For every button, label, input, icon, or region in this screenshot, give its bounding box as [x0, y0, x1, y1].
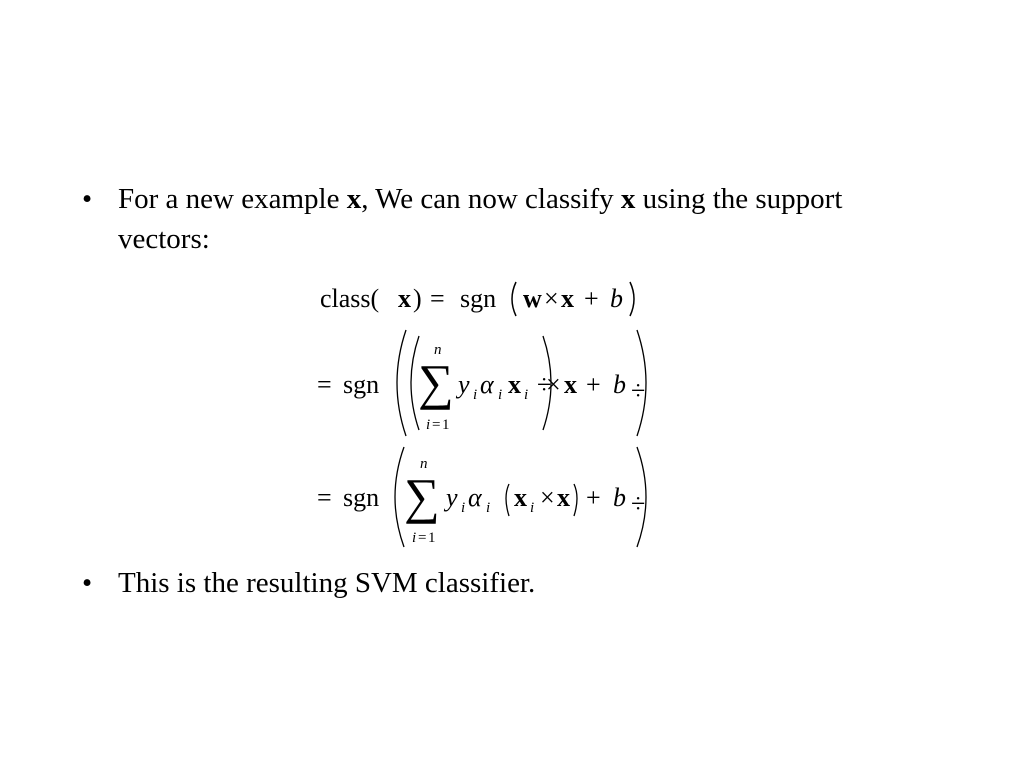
- bullet-text-2: This is the resulting SVM classifier.: [118, 563, 898, 603]
- var-x-i: x: [514, 483, 527, 512]
- sgn-func: sgn: [343, 370, 379, 399]
- sum-symbol: ∑: [404, 468, 440, 524]
- var-x-i: x: [508, 370, 521, 399]
- equals-sign: =: [430, 284, 445, 313]
- paren-left: [505, 483, 510, 517]
- subscript-i: i: [498, 387, 502, 403]
- paren-close: ): [413, 284, 422, 313]
- bullet-marker: •: [82, 567, 93, 599]
- sum-lower-eq: =: [418, 530, 426, 546]
- tail-mark: ÷: [631, 376, 645, 405]
- bold-var-x: x: [620, 183, 636, 215]
- inner-paren-right: [542, 335, 552, 431]
- text-segment: This is the resulting SVM classifier.: [118, 567, 536, 599]
- var-x: x: [557, 483, 570, 512]
- var-x: x: [398, 284, 411, 313]
- paren-right: [629, 281, 635, 317]
- subscript-i: i: [461, 500, 465, 516]
- bullet-marker: •: [82, 183, 93, 215]
- class-func: class(: [320, 284, 379, 313]
- times-sign: ×: [546, 370, 561, 399]
- sum-lower-i: i: [412, 530, 416, 546]
- var-y: y: [443, 483, 458, 512]
- text-segment: For a new example: [118, 183, 347, 215]
- sum-symbol: ∑: [418, 354, 454, 410]
- equals-sign: =: [317, 483, 332, 512]
- plus-sign: +: [586, 483, 601, 512]
- subscript-i: i: [530, 500, 534, 516]
- var-alpha: α: [480, 370, 495, 399]
- var-b: b: [613, 483, 626, 512]
- svm-formula: class( x ) = sgn w × x + b = sgn n ∑: [300, 272, 700, 556]
- subscript-i: i: [524, 387, 528, 403]
- var-w: w: [523, 284, 542, 313]
- outer-paren-right: [636, 329, 647, 437]
- sum-lower-1: 1: [428, 530, 436, 546]
- bullet-item-1: • For a new example x, We can now classi…: [82, 179, 902, 263]
- sum-upper: n: [434, 342, 442, 358]
- var-y: y: [455, 370, 470, 399]
- sgn-func: sgn: [460, 284, 496, 313]
- times-sign: ×: [544, 284, 559, 313]
- text-segment: , We can now classify: [361, 183, 621, 215]
- equals-sign: =: [317, 370, 332, 399]
- paren-right: [573, 483, 578, 517]
- var-x: x: [564, 370, 577, 399]
- formula-line-2: = sgn n ∑ i = 1 y i α i x i ÷ × x + b: [317, 329, 647, 437]
- subscript-i: i: [473, 387, 477, 403]
- bullet-text-1: For a new example x, We can now classify…: [118, 179, 898, 259]
- var-x: x: [561, 284, 574, 313]
- sum-upper: n: [420, 456, 428, 472]
- outer-paren-right: [636, 446, 647, 548]
- outer-paren-left: [394, 446, 405, 548]
- sum-lower-eq: =: [432, 417, 440, 433]
- text-segment: using the support vectors:: [118, 183, 843, 255]
- divide-mark: ÷: [537, 370, 551, 399]
- var-b: b: [613, 370, 626, 399]
- subscript-i: i: [486, 500, 490, 516]
- var-b: b: [610, 284, 623, 313]
- inner-paren-left: [410, 335, 420, 431]
- paren-left: [511, 281, 517, 317]
- outer-paren-left: [396, 329, 407, 437]
- bold-var-x: x: [346, 183, 362, 215]
- formula-line-1: class( x ) = sgn w × x + b: [320, 281, 635, 317]
- times-sign: ×: [540, 483, 555, 512]
- bullet-item-2: • This is the resulting SVM classifier.: [82, 563, 902, 607]
- var-alpha: α: [468, 483, 483, 512]
- plus-sign: +: [586, 370, 601, 399]
- sum-lower-1: 1: [442, 417, 450, 433]
- plus-sign: +: [584, 284, 599, 313]
- sgn-func: sgn: [343, 483, 379, 512]
- sum-lower-i: i: [426, 417, 430, 433]
- tail-mark: ÷: [631, 489, 645, 518]
- formula-line-3: = sgn n ∑ i = 1 y i α i x i × x + b ÷: [317, 446, 647, 548]
